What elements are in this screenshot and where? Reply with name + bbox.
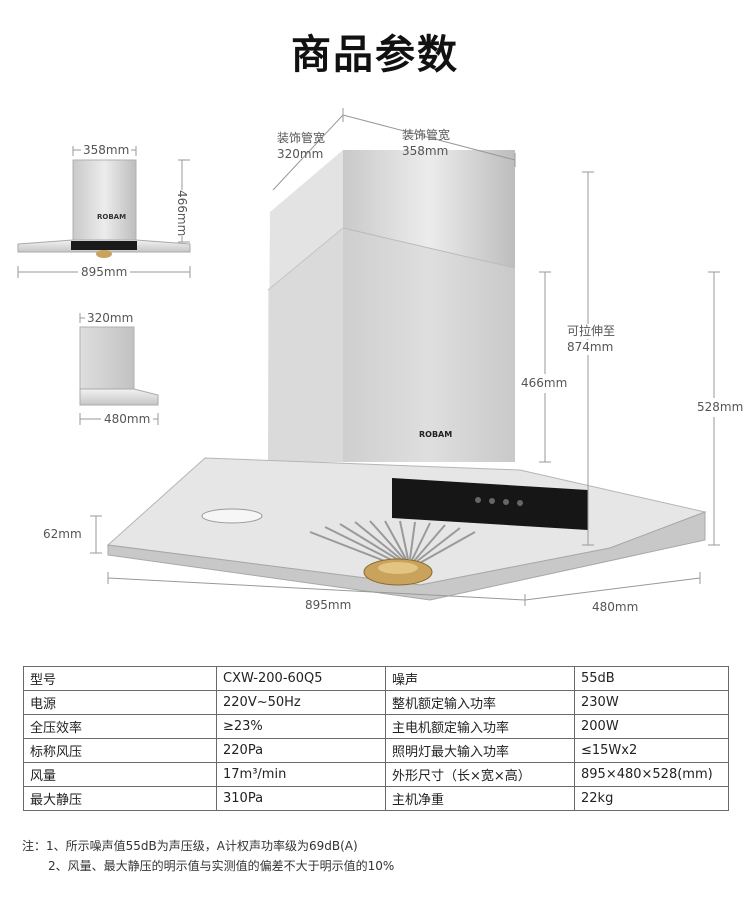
note-line-2: 2、风量、最大静压的明示值与实测值的偏差不大于明示值的10%	[48, 859, 395, 873]
spec-value: ≥23%	[216, 714, 386, 739]
total-height-label: 528mm	[697, 398, 744, 417]
front-top-width-label: 358mm	[81, 143, 132, 158]
spec-key: 最大静压	[23, 786, 217, 811]
spec-key: 全压效率	[23, 714, 217, 739]
spec-key: 电源	[23, 690, 217, 715]
spec-value: ≤15Wx2	[574, 738, 729, 763]
extend-value: 874mm	[567, 340, 614, 355]
spec-value: 220Pa	[216, 738, 386, 763]
front-brand-logo: ROBAM	[97, 213, 127, 221]
main-width-label: 895mm	[302, 598, 355, 613]
pipe-358-label: 装饰管宽	[402, 128, 451, 142]
hood-main-illustration	[106, 150, 707, 601]
front-width-label: 895mm	[78, 265, 131, 280]
spec-value: CXW-200-60Q5	[216, 666, 386, 691]
spec-key: 主电机额定输入功率	[385, 714, 575, 739]
front-height-label: 466mm	[174, 190, 189, 237]
hood-height-label: 62mm	[43, 527, 82, 541]
spec-value: 22kg	[574, 786, 729, 811]
pipe-320-label: 装饰管宽	[277, 131, 326, 145]
spec-key: 外形尺寸（长×宽×高）	[385, 762, 575, 787]
spec-key: 标称风压	[23, 738, 217, 763]
pipe-320-value: 320mm	[277, 147, 324, 161]
pipe-height-label: 466mm	[521, 374, 568, 393]
main-depth-label: 480mm	[589, 600, 642, 615]
pipe-358-value: 358mm	[402, 144, 449, 158]
spec-value: 220V~50Hz	[216, 690, 386, 715]
spec-value: 200W	[574, 714, 729, 739]
side-view-small	[79, 326, 159, 406]
spec-value: 895×480×528(mm)	[574, 762, 729, 787]
spec-value: 310Pa	[216, 786, 386, 811]
note-line-1: 注：1、所示噪声值55dB为声压级，A计权声功率级为69dB(A)	[22, 839, 358, 853]
spec-value: 230W	[574, 690, 729, 715]
spec-key: 风量	[23, 762, 217, 787]
spec-key: 整机额定输入功率	[385, 690, 575, 715]
spec-key: 照明灯最大输入功率	[385, 738, 575, 763]
front-view-small	[17, 159, 191, 258]
page-title: 商品参数	[291, 32, 459, 78]
spec-key: 噪声	[385, 666, 575, 691]
spec-key: 型号	[23, 666, 217, 691]
spec-key: 主机净重	[385, 786, 575, 811]
main-brand-logo: ROBAM	[419, 430, 453, 439]
side-top-width-label: 320mm	[85, 311, 136, 326]
spec-value: 17m³/min	[216, 762, 386, 787]
spec-value: 55dB	[574, 666, 729, 691]
extend-label: 可拉伸至	[567, 324, 616, 339]
side-depth-label: 480mm	[101, 412, 154, 427]
